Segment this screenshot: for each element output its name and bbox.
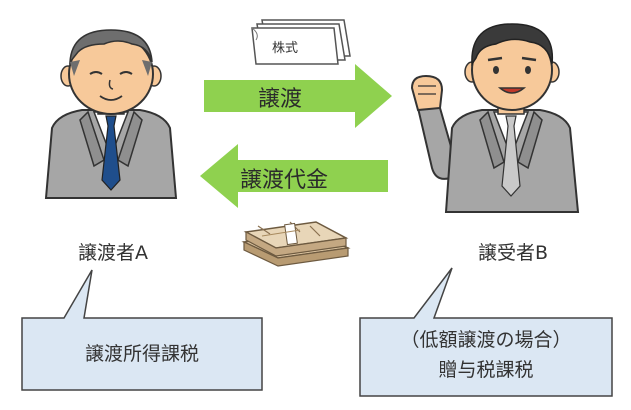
transferor-label: 譲渡者A bbox=[78, 242, 148, 264]
callout-a-text: 譲渡所得課税 bbox=[84, 343, 199, 365]
callout-box-a bbox=[21, 269, 263, 391]
callout-box-b bbox=[359, 267, 613, 397]
businessman-fist-icon bbox=[410, 23, 580, 213]
stock-label: 株式 bbox=[272, 41, 299, 56]
callout-b-line2: 贈与税課税 bbox=[438, 359, 534, 381]
payment-arrow bbox=[200, 144, 388, 208]
cash-bundle-icon bbox=[241, 221, 351, 267]
transfer-label: 譲渡 bbox=[258, 87, 303, 112]
payment-label: 譲渡代金 bbox=[240, 168, 329, 193]
businessman-icon bbox=[44, 29, 178, 199]
transferee-label: 譲受者B bbox=[478, 242, 549, 264]
stock-certificate-icon bbox=[251, 19, 351, 65]
callout-b-line1: （低額譲渡の場合） bbox=[400, 329, 572, 351]
transfer-arrow bbox=[204, 64, 392, 128]
